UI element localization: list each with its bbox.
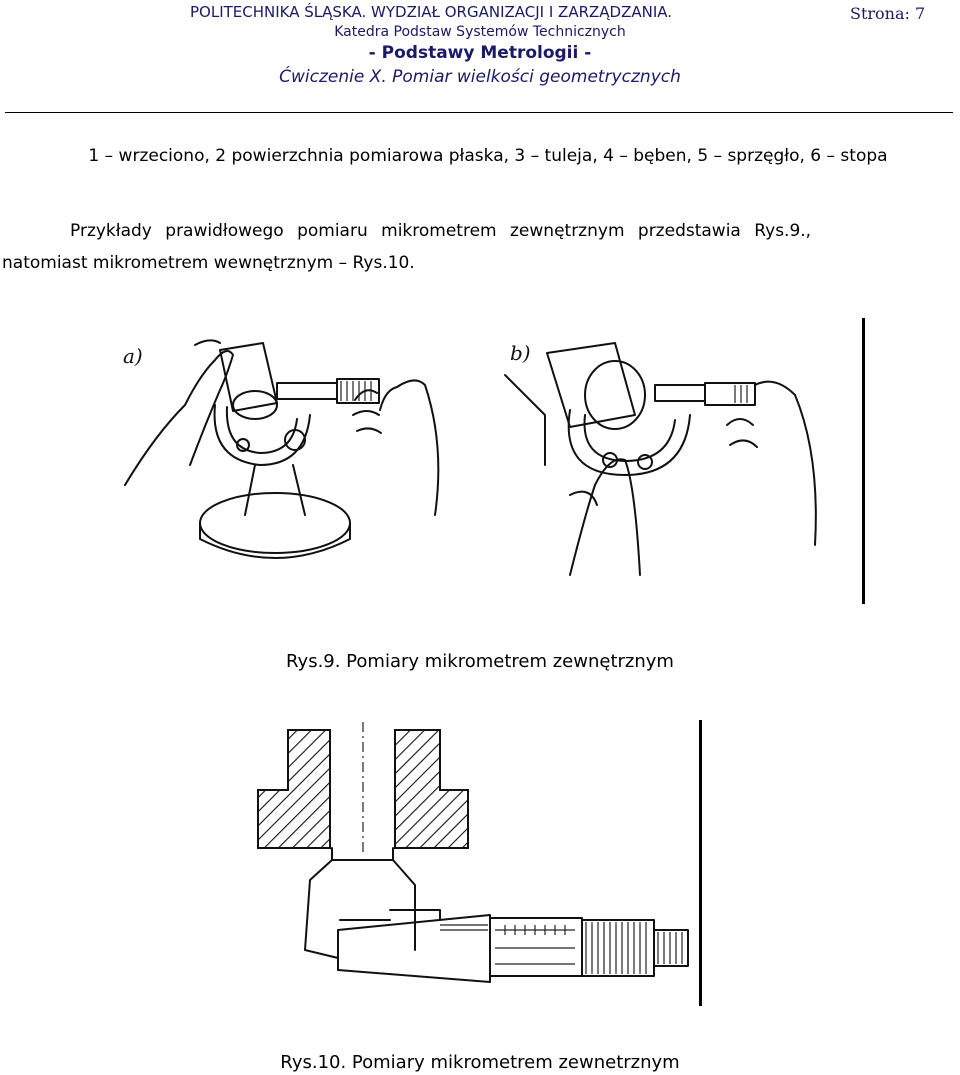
paragraph-line-1: Przykłady prawidłowego pomiaru mikrometr…: [70, 221, 812, 241]
figure-9-illustration: a) b): [123, 339, 817, 576]
figure-9-caption: Rys.9. Pomiary mikrometrem zewnętrznym: [286, 651, 674, 672]
figure-9a-label: a): [123, 344, 143, 368]
figure-legend-text: 1 – wrzeciono, 2 powierzchnia pomiarowa …: [88, 146, 888, 166]
header-rule: [5, 112, 953, 113]
paragraph-line-2: natomiast mikrometrem wewnętrznym – Rys.…: [2, 253, 415, 273]
header-institution: POLITECHNIKA ŚLĄSKA. WYDZIAŁ ORGANIZACJI…: [190, 3, 673, 21]
page-number: Strona: 7: [850, 4, 926, 23]
header-exercise: Ćwiczenie X. Pomiar wielkości geometrycz…: [279, 67, 681, 87]
figure-9b-label: b): [510, 341, 531, 365]
figure-9a-drawing: [124, 339, 440, 559]
figure-10-caption: Rys.10. Pomiary mikrometrem zewnetrznym: [280, 1052, 680, 1073]
figure-10-margin-bar: [699, 720, 702, 1006]
figure-9b-drawing: [504, 342, 817, 576]
figure-10-illustration: [257, 722, 689, 983]
header-course: - Podstawy Metrologii -: [368, 43, 592, 63]
figure-9-margin-bar: [862, 318, 865, 604]
header-department: Katedra Podstaw Systemów Technicznych: [334, 24, 626, 40]
